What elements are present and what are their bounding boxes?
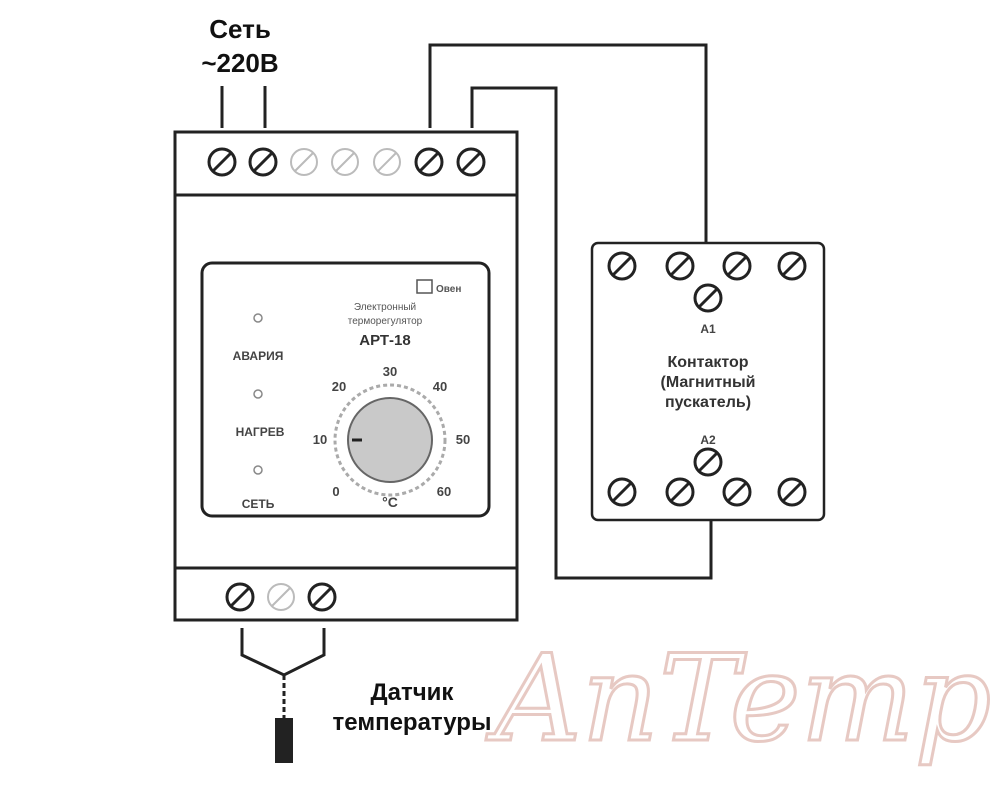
led-label-power: СЕТЬ <box>242 497 275 511</box>
relay-description-2: терморегулятор <box>348 316 423 327</box>
terminal-screw <box>456 147 486 177</box>
relay-description-1: Электронный <box>354 302 416 313</box>
dial-scale-0: 0 <box>332 484 339 499</box>
contactor-title-2: (Магнитный <box>661 374 756 391</box>
led-power-icon <box>253 465 263 475</box>
contactor-wires <box>428 43 713 580</box>
led-heat-icon <box>253 389 263 399</box>
contactor-title-3: пускатель) <box>665 394 751 411</box>
sensor-cable <box>240 628 326 720</box>
terminal-screw <box>307 582 337 612</box>
dial-scale-40: 40 <box>433 379 447 394</box>
sensor-label-2: температуры <box>333 709 492 736</box>
terminal-screw <box>248 147 278 177</box>
supply-wires <box>220 86 267 128</box>
supply-voltage: ~220В <box>201 48 278 78</box>
contactor-title-1: Контактор <box>667 354 748 371</box>
terminal-screw <box>722 477 752 507</box>
coil-label-a2: A2 <box>700 433 716 447</box>
dial-scale-30: 30 <box>383 364 397 379</box>
terminal-screw <box>777 251 807 281</box>
contactor: A1 Контактор (Магнитный пускатель) A2 <box>590 241 826 522</box>
dial-scale-60: 60 <box>437 484 451 499</box>
terminal-screw-unused <box>267 583 295 611</box>
dial-scale-50: 50 <box>456 432 470 447</box>
led-alarm-icon <box>253 313 263 323</box>
terminal-screw <box>607 251 637 281</box>
dial-scale-20: 20 <box>332 379 346 394</box>
dial-unit: °C <box>382 494 398 510</box>
terminal-screw <box>665 477 695 507</box>
terminal-screw <box>607 477 637 507</box>
terminal-screw <box>225 582 255 612</box>
temperature-probe-icon <box>275 718 293 763</box>
coil-terminal-a2 <box>693 447 723 477</box>
sensor-label-1: Датчик <box>371 679 455 706</box>
terminal-screw-unused <box>373 148 401 176</box>
status-leds: АВАРИЯ НАГРЕВ СЕТЬ <box>233 313 285 511</box>
thermoregulator-relay: Овен Электронный терморегулятор АРТ-18 А… <box>173 130 519 622</box>
terminal-screw <box>722 251 752 281</box>
relay-model: АРТ-18 <box>359 332 410 349</box>
relay-bottom-terminals <box>225 582 337 612</box>
coil-label-a1: A1 <box>700 322 716 336</box>
watermark-logo: AnTemp <box>485 630 991 769</box>
terminal-screw-unused <box>331 148 359 176</box>
brand-logo-icon <box>416 279 433 294</box>
supply-title: Сеть <box>209 14 271 44</box>
led-label-alarm: АВАРИЯ <box>233 349 284 363</box>
terminal-screw <box>665 251 695 281</box>
terminal-screw <box>414 147 444 177</box>
brand-name: Овен <box>436 284 461 295</box>
terminal-screw <box>777 477 807 507</box>
dial-scale-10: 10 <box>313 432 327 447</box>
temperature-dial: 0 10 20 30 40 50 60 °C <box>313 364 470 510</box>
terminal-screw <box>207 147 237 177</box>
coil-terminal-a1 <box>693 283 723 313</box>
terminal-screw-unused <box>290 148 318 176</box>
setpoint-knob <box>347 397 433 483</box>
led-label-heat: НАГРЕВ <box>236 425 285 439</box>
